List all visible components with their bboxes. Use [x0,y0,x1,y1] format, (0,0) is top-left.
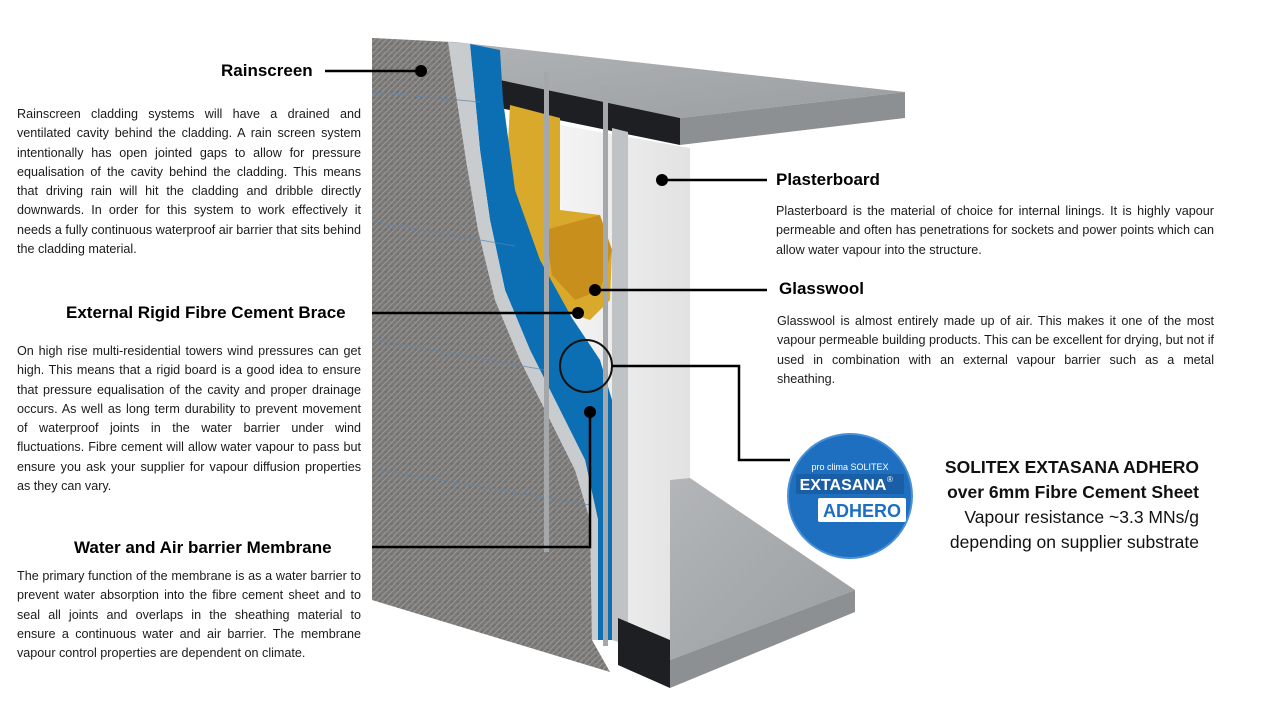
badge-top-text: pro clima SOLITEX [811,462,888,472]
leader-dots [415,65,668,418]
rainscreen-body: Rainscreen cladding systems will have a … [17,107,361,257]
plasterboard-title: Plasterboard [776,170,880,189]
glasswool-body: Glasswool is almost entirely made up of … [777,314,1214,386]
badge-brand: EXTASANA [800,477,887,494]
glasswool-title: Glasswool [779,279,865,298]
membrane-title: Water and Air barrier Membrane [74,538,332,557]
leader-lines [325,69,790,549]
badge-product: ADHERO [823,501,901,521]
product-note: depending on supplier substrate [949,532,1199,552]
bottom-slab [670,478,855,660]
bottom-slab-edge [618,618,670,688]
product-vapour-resistance: Vapour resistance ~3.3 MNs/g [964,507,1199,527]
badge-registered: ® [887,475,893,484]
plasterboard-body: Plasterboard is the material of choice f… [776,204,1214,257]
brace-title: External Rigid Fibre Cement Brace [66,303,346,322]
cladding-joints [371,91,591,506]
glasswool-shade [545,215,612,300]
top-slab-side [680,92,905,145]
membrane-body: The primary function of the membrane is … [17,569,361,661]
bottom-slab-side [670,590,855,688]
product-substrate: over 6mm Fibre Cement Sheet [947,482,1199,502]
rainscreen-title: Rainscreen [221,61,313,80]
brace-body: On high rise multi-residential towers wi… [17,344,361,494]
steel-stud [612,128,628,645]
rod-2 [603,86,608,646]
product-spec: SOLITEX EXTASANA ADHERO over 6mm Fibre C… [945,455,1199,555]
cladding-layer [372,38,610,672]
membrane-layer [470,44,612,640]
product-badge: pro clima SOLITEX EXTASANA ® ADHERO [787,433,913,559]
product-name: SOLITEX EXTASANA ADHERO [944,457,1199,477]
fibre-cement-layer [448,42,598,640]
top-slab [372,38,905,118]
